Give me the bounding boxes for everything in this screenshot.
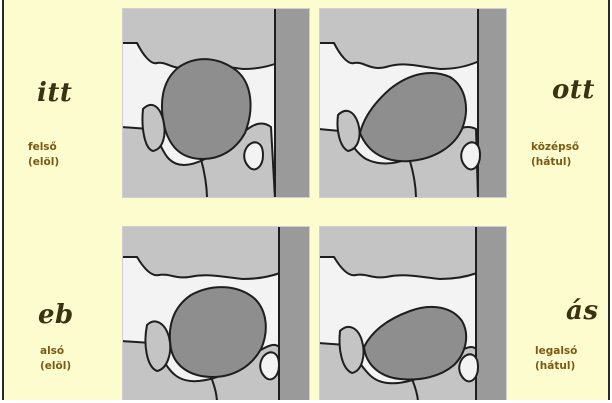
word-itt: itt bbox=[37, 78, 72, 108]
desc-as-position: (hátul) bbox=[535, 359, 577, 374]
vocal-tract-illustration bbox=[123, 227, 310, 400]
vocal-tract-illustration bbox=[123, 9, 310, 198]
desc-eb-height: alsó bbox=[40, 344, 71, 359]
desc-itt: felső (elöl) bbox=[28, 140, 59, 170]
desc-itt-height: felső bbox=[28, 140, 59, 155]
vocal-tract-illustration bbox=[320, 227, 507, 400]
tongue-panel-as bbox=[319, 226, 507, 400]
desc-itt-position: (elöl) bbox=[28, 155, 59, 170]
tongue-panel-itt bbox=[122, 8, 310, 198]
tongue-panel-eb bbox=[122, 226, 310, 400]
word-eb: eb bbox=[38, 300, 74, 330]
desc-as: legalsó (hátul) bbox=[535, 344, 577, 374]
word-ott: ott bbox=[552, 75, 595, 105]
desc-eb: alsó (elöl) bbox=[40, 344, 71, 374]
desc-ott-position: (hátul) bbox=[531, 155, 579, 170]
desc-ott: középső (hátul) bbox=[531, 140, 579, 170]
desc-as-height: legalsó bbox=[535, 344, 577, 359]
vocal-tract-illustration bbox=[320, 9, 507, 198]
word-as: ás bbox=[566, 296, 598, 326]
tongue-panel-ott bbox=[319, 8, 507, 198]
desc-ott-height: középső bbox=[531, 140, 579, 155]
desc-eb-position: (elöl) bbox=[40, 359, 71, 374]
